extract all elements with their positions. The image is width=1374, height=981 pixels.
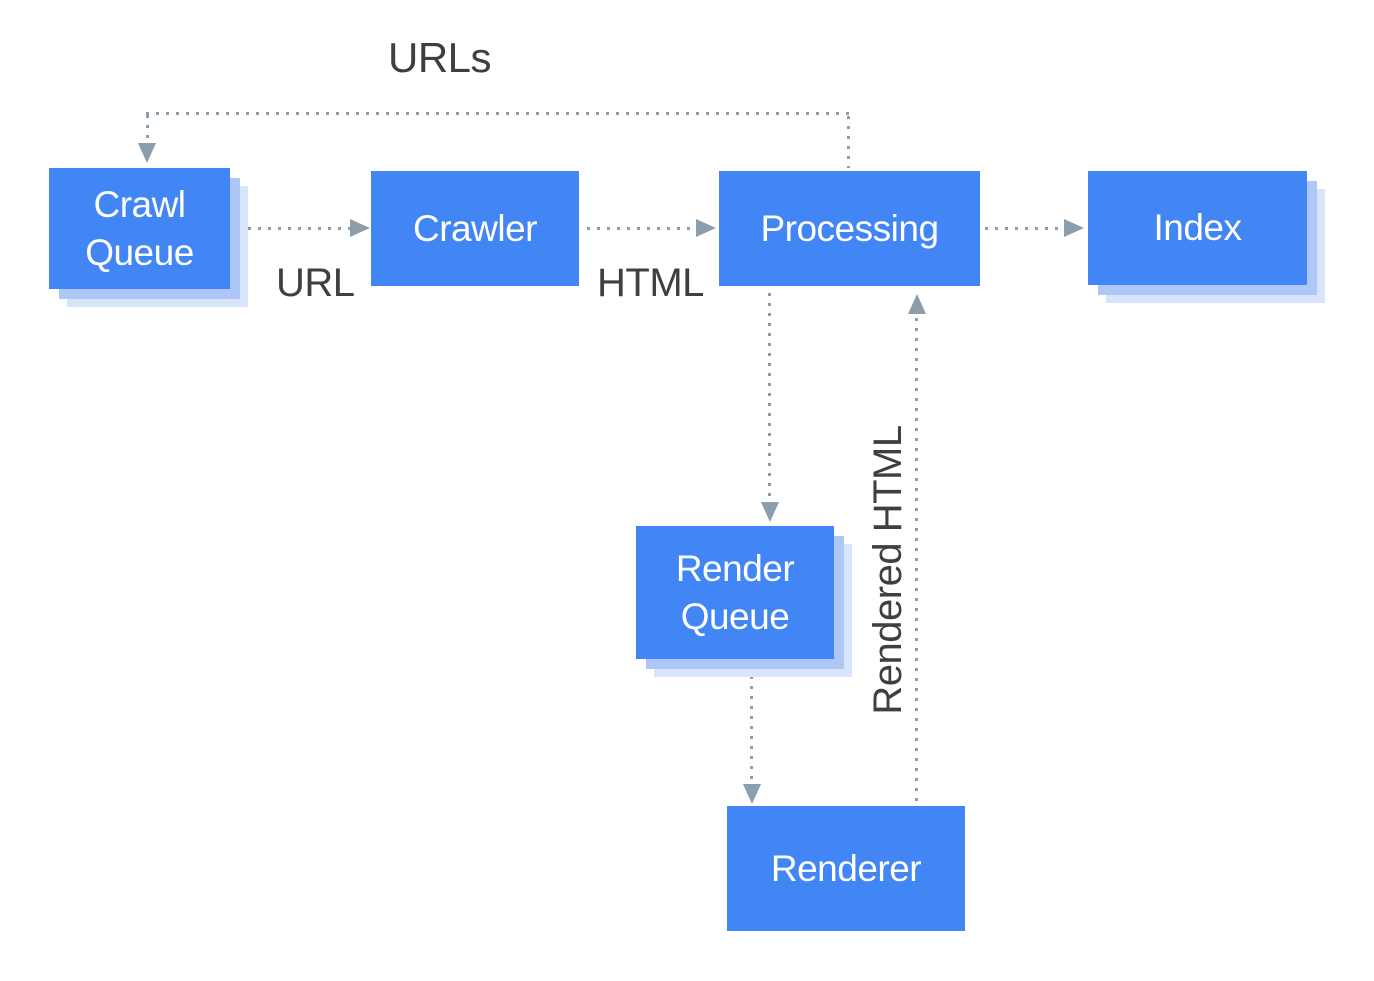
edge-label-url: URL [276,261,355,305]
edge-crawler-to-processing-line [587,227,695,230]
edge-label-rendered-html: Rendered HTML [866,425,910,715]
node-render-queue: Render Queue [636,526,834,659]
edge-renderer-to-processing-line [915,318,918,806]
edge-processing-to-renderqueue-line [768,293,771,501]
node-render-queue-label-line2: Queue [680,595,790,637]
edge-label-html: HTML [597,261,704,305]
arrowhead-down-icon [742,784,761,804]
node-renderer: Renderer [727,806,965,931]
arrowhead-right-icon [350,219,370,237]
edge-crawlqueue-to-crawler-line [238,227,350,230]
arrowhead-up-icon [907,294,926,314]
arrowhead-down-icon [760,502,779,522]
arrowhead-down-icon [138,143,156,163]
node-crawler-label: Crawler [413,207,537,249]
edge-processing-to-crawlqueue-vertical-up [847,116,850,168]
edge-processing-to-index-line [985,227,1063,230]
node-renderer-label: Renderer [770,847,922,889]
edge-renderqueue-to-renderer-line [750,666,753,784]
node-processing: Processing [719,171,980,286]
node-render-queue-label-line1: Render [675,547,795,589]
edge-label-urls: URLs [388,34,492,81]
node-crawl-queue-label-line2: Queue [85,231,194,273]
node-index: Index [1088,171,1307,285]
node-index-label: Index [1153,207,1242,248]
node-crawl-queue: Crawl Queue [49,168,230,289]
arrowhead-right-icon [1064,219,1084,237]
arrowhead-right-icon [696,219,716,237]
node-processing-label: Processing [760,207,939,249]
node-crawler: Crawler [371,171,579,286]
node-crawl-queue-label-line1: Crawl [93,183,186,225]
edge-processing-to-crawlqueue-vertical-down [146,115,149,142]
edge-processing-to-crawlqueue-horizontal [146,112,850,115]
